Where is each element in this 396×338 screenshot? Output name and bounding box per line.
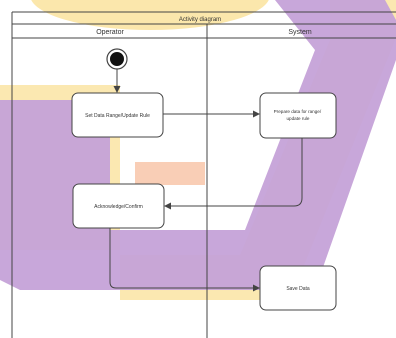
diagram-title: Activity diagram	[179, 17, 221, 23]
action-set-data-range-label: Set Data Range/Update Rule	[85, 113, 150, 119]
action-save-data[interactable]: Save Data	[259, 265, 337, 311]
initial-node	[106, 48, 128, 70]
flow-acknowledge-to-save	[109, 228, 260, 292]
action-save-data-label: Save Data	[286, 286, 310, 292]
action-prepare-data[interactable]: Prepare data for range/ update rule	[259, 92, 337, 139]
background-decoration	[0, 0, 396, 300]
flow-prepare-to-acknowledge	[164, 138, 303, 210]
lane-header-operator: Operator	[96, 29, 124, 36]
action-set-data-range[interactable]: Set Data Range/Update Rule	[71, 92, 164, 138]
action-acknowledge-confirm[interactable]: Acknowledge/Confirm	[72, 183, 165, 229]
swimlane-frame	[11, 11, 396, 338]
action-acknowledge-confirm-label: Acknowledge/Confirm	[94, 204, 143, 210]
lane-header-system: System	[288, 29, 312, 36]
control-flows	[109, 69, 303, 292]
action-prepare-data-label: Prepare data for range/ update rule	[274, 109, 323, 121]
